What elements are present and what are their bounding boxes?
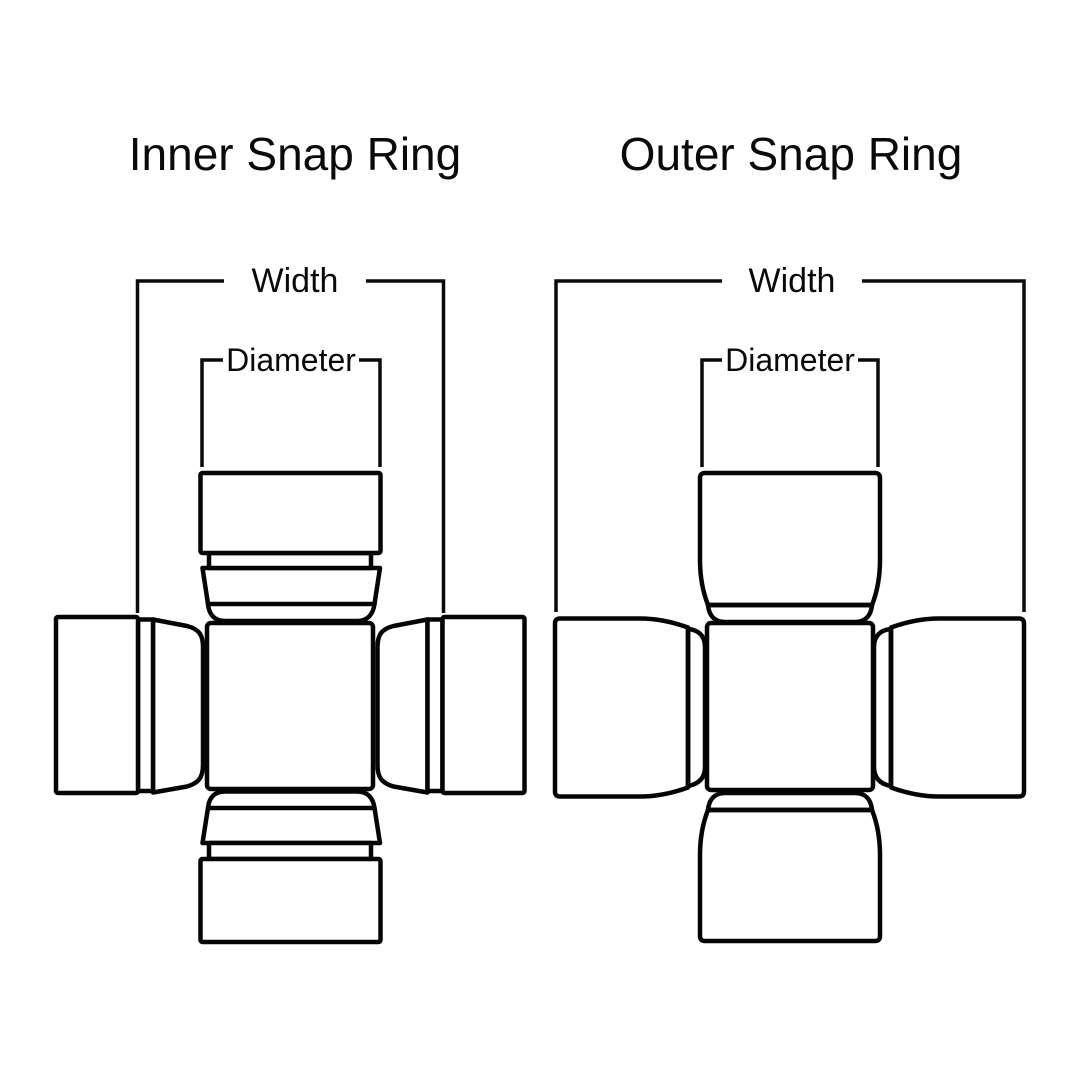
cap-neck-curve — [705, 602, 875, 625]
cap-body — [697, 807, 883, 944]
outer-diameter-dimension: Diameter — [700, 342, 880, 467]
inner-diagram-title: Inner Snap Ring — [129, 128, 461, 180]
cap-flange — [150, 617, 206, 795]
inner-snap-ring-diagram: Inner Snap Ring Width Diameter — [53, 128, 527, 945]
cap-body — [888, 616, 1027, 799]
top-bearing-cap — [198, 470, 383, 624]
cap-body — [53, 614, 141, 796]
cap-neck-curve — [705, 790, 875, 813]
dimension-bracket-line — [858, 358, 880, 467]
cap-flange — [200, 565, 383, 607]
dimension-bracket-line — [366, 279, 446, 613]
cap-neck-curve — [205, 601, 377, 624]
bottom-bearing-cap — [697, 790, 883, 944]
cross-body — [704, 620, 876, 793]
outer-width-dimension: Width — [554, 262, 1026, 612]
top-bearing-cap — [697, 470, 883, 625]
outer-snap-ring-diagram: Outer Snap Ring Width Diameter — [552, 128, 1027, 944]
dimension-bracket-line — [554, 279, 722, 612]
cap-body — [697, 470, 883, 608]
left-bearing-cap — [552, 616, 708, 799]
right-bearing-cap — [871, 616, 1027, 799]
dimension-bracket-line — [359, 358, 382, 467]
dimension-bracket-line — [200, 358, 223, 467]
inner-diameter-dimension: Diameter — [200, 342, 382, 467]
left-bearing-cap — [53, 614, 206, 796]
outer-diameter-label: Diameter — [725, 342, 855, 378]
cap-body — [198, 856, 383, 945]
cap-body — [552, 616, 691, 799]
cap-body — [198, 470, 383, 556]
cap-neck-curve — [685, 626, 708, 789]
outer-width-label: Width — [749, 262, 836, 300]
inner-width-dimension: Width — [135, 262, 446, 613]
dimension-bracket-line — [135, 279, 224, 613]
cap-body — [440, 614, 527, 796]
snap-ring-groove-band — [206, 840, 374, 862]
cap-neck-curve — [871, 626, 894, 789]
right-bearing-cap — [375, 614, 527, 796]
cap-flange — [375, 617, 430, 795]
outer-diagram-title: Outer Snap Ring — [620, 128, 963, 180]
cross-body — [204, 620, 376, 792]
inner-width-label: Width — [252, 262, 339, 300]
cap-neck-curve — [205, 789, 377, 811]
inner-ujoint-drawing — [53, 470, 527, 945]
bottom-bearing-cap — [198, 789, 383, 945]
dimension-bracket-line — [862, 279, 1026, 612]
outer-ujoint-drawing — [552, 470, 1027, 944]
inner-diameter-label: Diameter — [226, 342, 356, 378]
cap-flange — [200, 805, 383, 846]
dimension-bracket-line — [700, 358, 722, 467]
